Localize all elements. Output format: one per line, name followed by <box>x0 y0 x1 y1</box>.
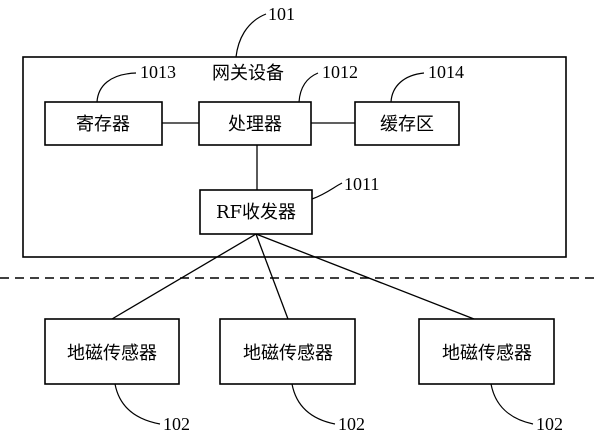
sensor-box-2 <box>219 318 356 385</box>
register-box <box>44 101 163 146</box>
processor-ref-leader <box>298 72 319 103</box>
link-sensor-3 <box>255 233 475 320</box>
processor-ref: 1012 <box>322 62 358 82</box>
sensor-label-1: 地磁传感器 <box>67 343 157 364</box>
cache-ref: 1014 <box>428 62 464 82</box>
sensor-ref-3: 102 <box>536 414 563 434</box>
register-ref: 1013 <box>140 62 176 82</box>
processor-label: 处理器 <box>228 114 282 135</box>
sensor-box-3 <box>418 318 555 385</box>
link-sensor-1 <box>111 233 257 320</box>
register-ref-leader <box>96 72 137 103</box>
sensor-ref-leader-1 <box>114 383 161 425</box>
sensor-ref-2: 102 <box>338 414 365 434</box>
rf-box <box>199 189 313 235</box>
link-sensor-2 <box>255 233 289 320</box>
sensor-box-1 <box>44 318 180 385</box>
rf-ref-leader <box>311 182 343 200</box>
sensor-ref-leader-2 <box>291 383 336 425</box>
cache-label: 缓存区 <box>380 114 434 135</box>
gateway-ref-leader <box>235 13 267 58</box>
sensor-ref-leader-3 <box>490 383 534 425</box>
register-label: 寄存器 <box>76 114 130 135</box>
rf-ref: 1011 <box>344 174 379 194</box>
processor-box <box>198 101 312 146</box>
sensor-label-3: 地磁传感器 <box>442 343 532 364</box>
sensor-label-2: 地磁传感器 <box>243 343 333 364</box>
rf-label: RF收发器 <box>216 202 296 223</box>
gateway-ref: 101 <box>268 4 295 24</box>
gateway-title: 网关设备 <box>212 63 284 84</box>
sensor-ref-1: 102 <box>163 414 190 434</box>
cache-ref-leader <box>390 72 425 103</box>
